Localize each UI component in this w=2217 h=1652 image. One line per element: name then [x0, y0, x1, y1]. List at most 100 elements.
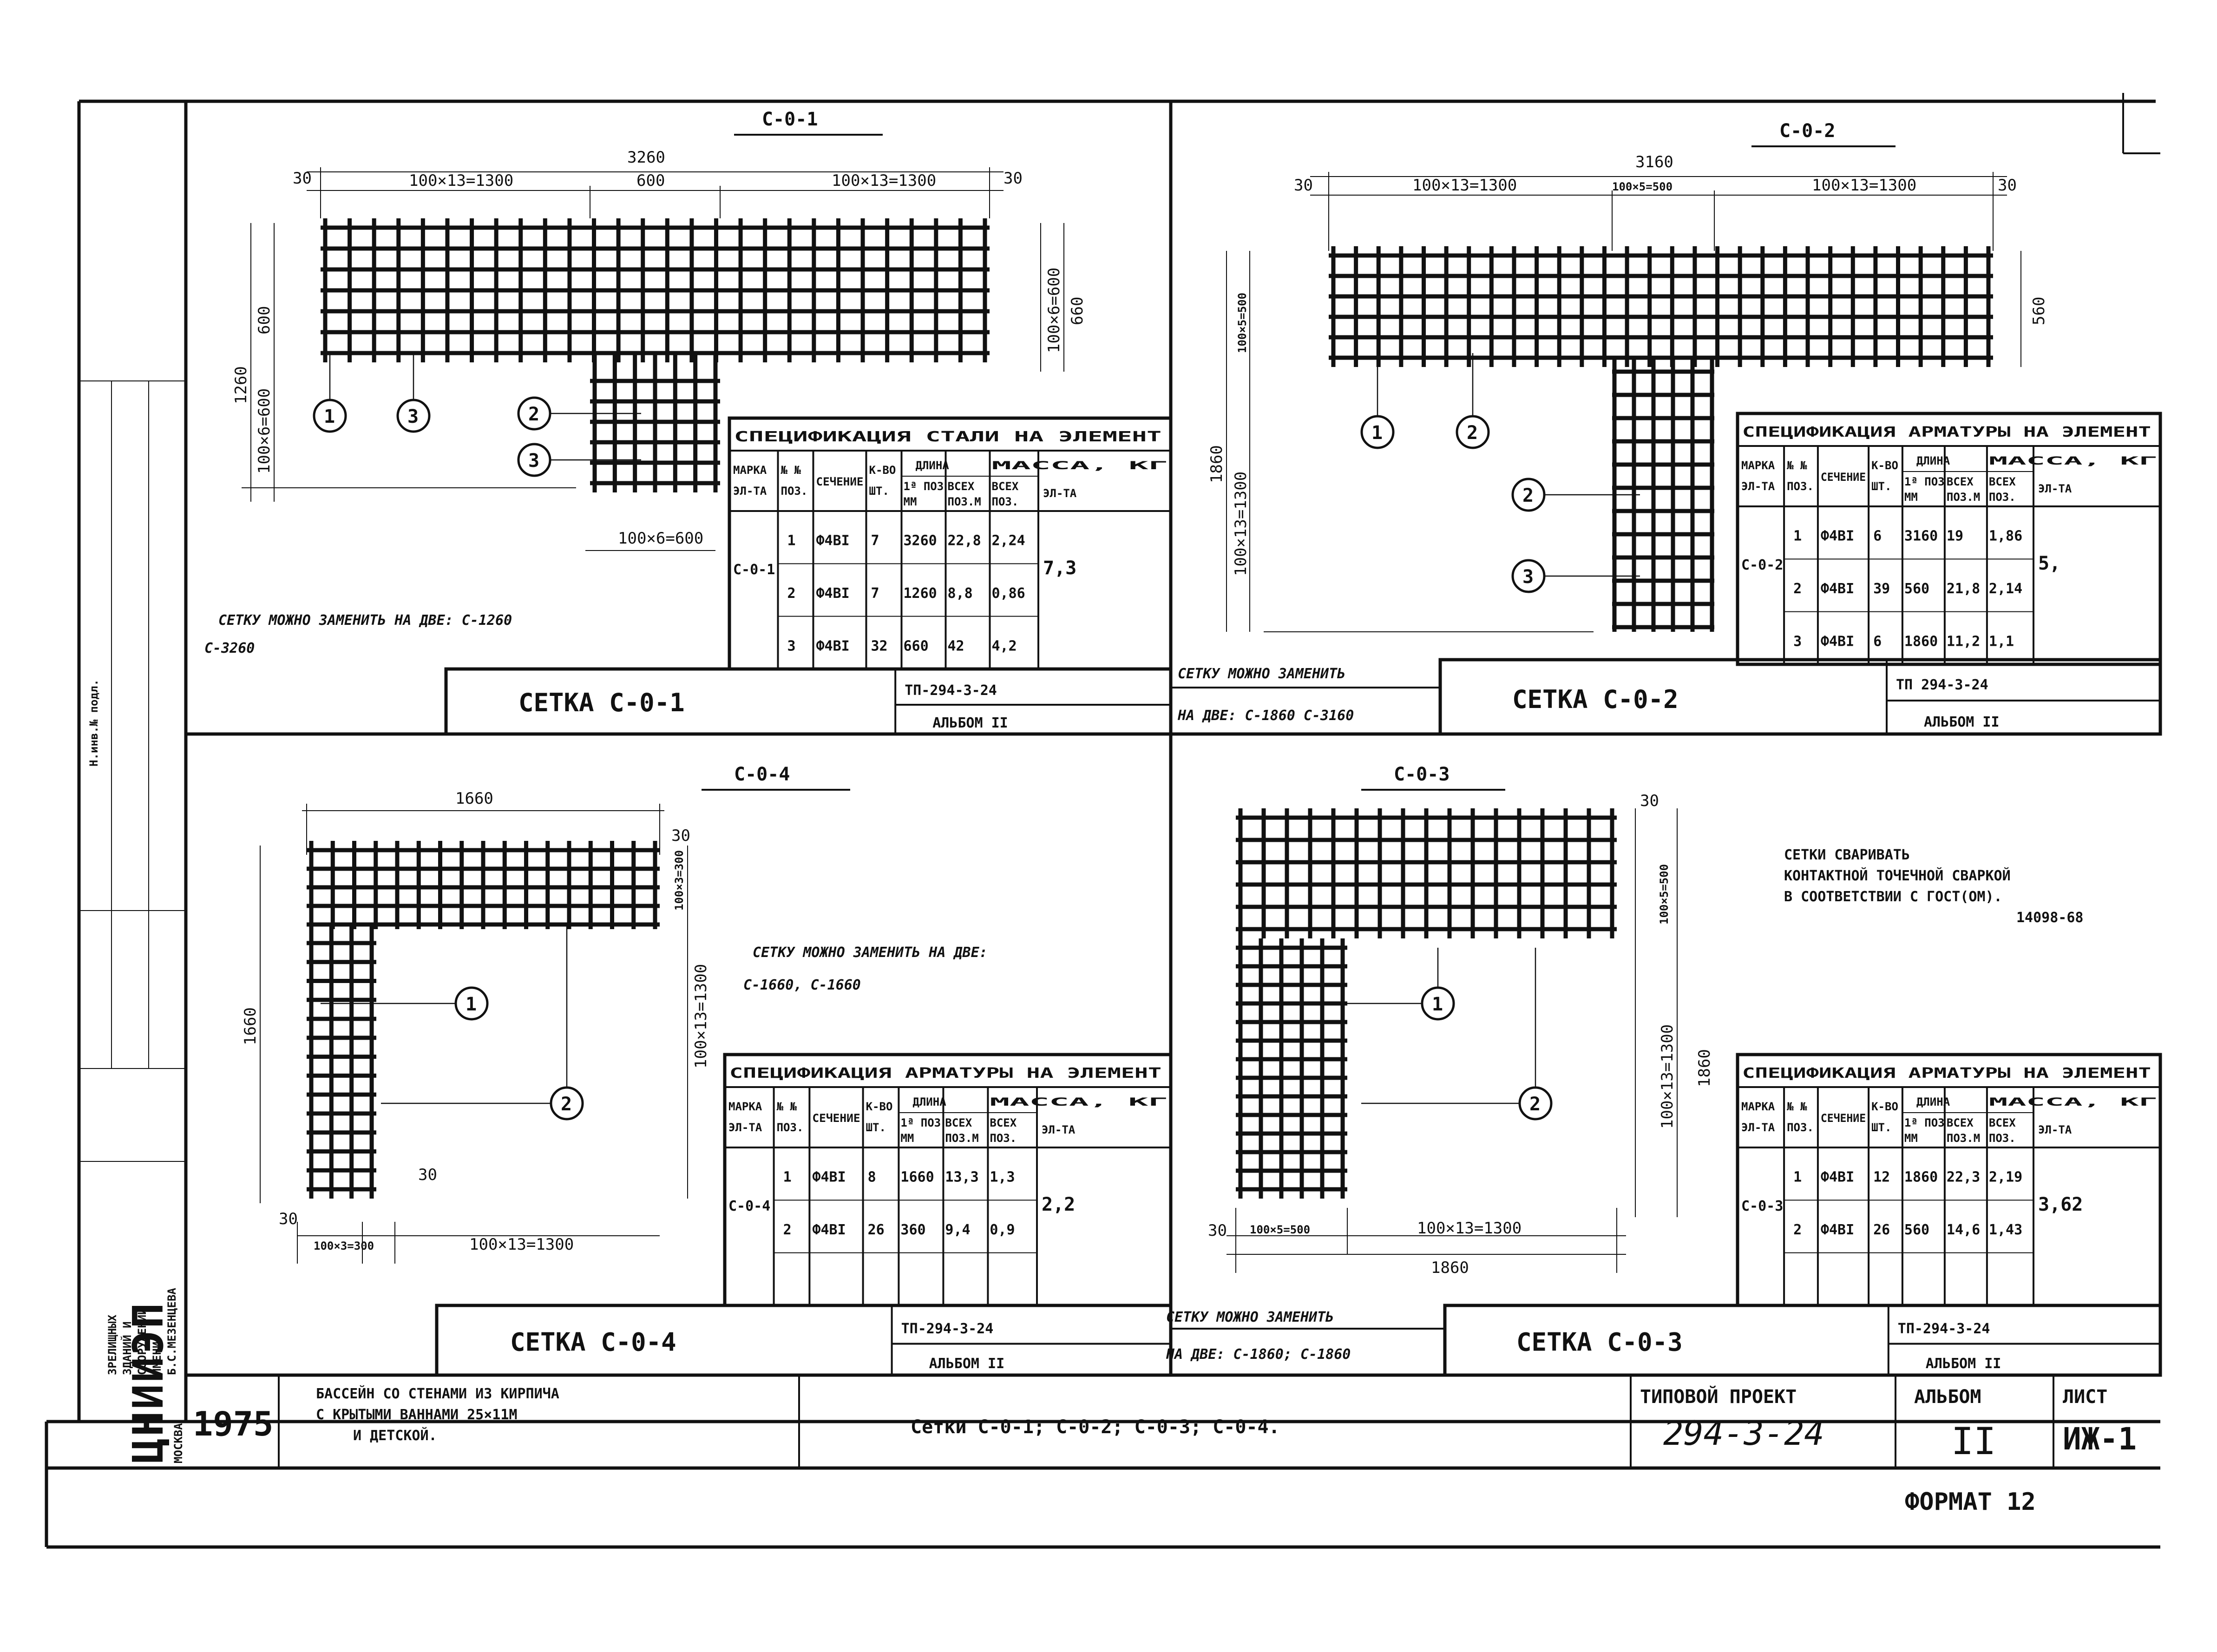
- cell-mass: 0,9: [990, 1222, 1015, 1238]
- org-logo: ЦНИИЭП: [124, 1301, 173, 1463]
- dim-seg-bottom: 100×13=1300: [1417, 1219, 1522, 1238]
- stamp-name: СЕТКА С-0-4: [510, 1328, 676, 1357]
- hdr-mass-all: ВСЕХ: [1989, 475, 2016, 488]
- callout-2: 2: [1456, 353, 1490, 449]
- mesh-s03: С-0-3 30 100×5=500 100×13=1300 1860 100×…: [1166, 764, 2162, 1377]
- cell-mass: 1,86: [1989, 528, 2022, 544]
- callout-2: 2: [381, 924, 584, 1121]
- org-line-5: Б.С.МЕЗЕНЦЕВА: [165, 1288, 178, 1375]
- callout-1: 1: [321, 986, 489, 1021]
- dim-overall-h: 1660: [241, 1007, 260, 1045]
- cell-qty: 8: [868, 1169, 876, 1186]
- cell-pos: 2: [1793, 1222, 1802, 1238]
- album-value: II: [1951, 1420, 1996, 1463]
- hdr-mark: МАРКА: [733, 464, 767, 477]
- hdr-section: СЕЧЕНИЕ: [1821, 1112, 1866, 1125]
- svg-text:1: 1: [466, 994, 477, 1015]
- hdr-length-one: 1ª ПОЗ: [1904, 1116, 1945, 1129]
- hdr-pos: № №: [776, 1100, 797, 1113]
- note-line-1: СЕТКИ СВАРИВАТЬ: [1784, 847, 1910, 863]
- note-line-3: В СООТВЕТСТВИИ С ГОСТ(ОМ).: [1784, 889, 2002, 905]
- cell-mass: 2,19: [1989, 1169, 2022, 1186]
- cell-len: 560: [1904, 581, 1929, 597]
- cell-section: Ф4ВI: [816, 638, 850, 654]
- stamp-album: АЛЬБОМ II: [932, 715, 1008, 731]
- dim-seg-left: 100×3=300: [314, 1239, 374, 1252]
- cell-section: Ф4ВI: [812, 1169, 846, 1186]
- hdr-length-all: ВСЕХ: [1947, 475, 1974, 488]
- replace-note-1: СЕТКУ МОЖНО ЗАМЕНИТЬ: [1166, 1309, 1334, 1325]
- cell-qty: 6: [1873, 528, 1882, 544]
- callout-3-stem: 3: [517, 443, 641, 477]
- hdr-length-one: ММ: [900, 1132, 914, 1145]
- dimensions: 3160 100×13=1300 100×5=500 100×13=1300 3…: [1207, 153, 2048, 632]
- hdr-mass-all: ПОЗ.: [990, 1132, 1017, 1145]
- callout-1: 1: [1347, 948, 1455, 1021]
- stamp-code: ТП-294-3-24: [901, 1321, 994, 1337]
- mesh-s01: С-0-1 3260 100×13=1300 600 100×13=1300 3…: [204, 109, 1173, 736]
- hdr-mass-all: ВСЕХ: [992, 480, 1019, 493]
- hdr-mass: МАССА, КГ: [1989, 454, 2158, 467]
- cell-section: Ф4ВI: [1821, 581, 1854, 597]
- cell-qty: 26: [1873, 1222, 1890, 1238]
- cell-pos: 1: [1793, 1169, 1802, 1186]
- hdr-qty: К-ВО: [869, 464, 896, 477]
- hdr-mass-all: ВСЕХ: [1989, 1116, 2016, 1129]
- hdr-length: ДЛИНА: [916, 459, 950, 472]
- hdr-qty: ШТ.: [866, 1121, 886, 1134]
- hdr-section: СЕЧЕНИЕ: [816, 475, 864, 488]
- callout-1: 1: [313, 399, 347, 433]
- cell-len-all: 11,2: [1947, 633, 1980, 649]
- hdr-length-all: ПОЗ.М: [948, 495, 981, 508]
- note-line-2: КОНТАКТНОЙ ТОЧЕЧНОЙ СВАРКОЙ: [1784, 867, 2011, 884]
- mesh-title: С-0-1: [762, 109, 818, 130]
- cell-mass: 1,43: [1989, 1222, 2022, 1238]
- spec-mass-total: 7,3: [1043, 557, 1076, 579]
- dim-stem-w: 100×6=600: [618, 529, 703, 548]
- stamp-album: АЛЬБОМ II: [1926, 1356, 2001, 1372]
- spec-title: СПЕЦИФИКАЦИЯ АРМАТУРЫ НА ЭЛЕМЕНТ: [1742, 424, 2151, 440]
- left-strip: Н.инв.№ подл. ЦНИИЭП ЗРЕЛИЩНЫХ ЗДАНИЙ И …: [87, 679, 185, 1463]
- cell-pos: 2: [787, 585, 796, 602]
- rebar-grid: [1329, 246, 1993, 632]
- dim-edge-l: 30: [1294, 176, 1313, 195]
- dim-seg-left: 100×5=500: [1250, 1223, 1310, 1236]
- hdr-mark: ЭЛ-ТА: [728, 1121, 762, 1134]
- cell-mass: 2,24: [992, 533, 1025, 549]
- dim-edge-bl: 30: [279, 1210, 298, 1228]
- hdr-mass-all: ПОЗ.: [1989, 1132, 2016, 1145]
- hdr-mass-el: ЭЛ-ТА: [2038, 482, 2072, 495]
- cell-len-all: 21,8: [1947, 581, 1980, 597]
- hdr-qty: К-ВО: [1871, 1100, 1898, 1113]
- hdr-mass-all: ПОЗ.: [992, 495, 1019, 508]
- hdr-length-one: ММ: [1904, 491, 1918, 504]
- replace-note-1: СЕТКУ МОЖНО ЗАМЕНИТЬ НА ДВЕ:: [753, 944, 988, 961]
- hdr-qty: ШТ.: [1871, 480, 1891, 493]
- cell-section: Ф4ВI: [816, 585, 850, 602]
- cell-pos: 2: [783, 1222, 792, 1238]
- cell-len: 1260: [904, 585, 937, 602]
- org-city: МОСКВА: [172, 1423, 185, 1463]
- dim-edge-l: 30: [293, 169, 312, 188]
- hdr-pos: № №: [1786, 459, 1807, 472]
- cell-mass: 4,2: [992, 638, 1017, 654]
- dimensions: 30 100×5=500 100×13=1300 1860 100×5=500 …: [1208, 792, 1714, 1277]
- list-label: ЛИСТ: [2063, 1386, 2107, 1408]
- cell-len-all: 22,8: [948, 533, 981, 549]
- hdr-mark: МАРКА: [1741, 459, 1775, 472]
- dim-seg-right: 100×13=1300: [1812, 176, 1916, 195]
- svg-text:2: 2: [528, 404, 539, 425]
- dim-overall-h: 1260: [232, 366, 250, 404]
- cell-section: Ф4ВI: [812, 1222, 846, 1238]
- mesh-title: С-0-3: [1394, 764, 1450, 785]
- svg-text:1: 1: [1371, 422, 1383, 444]
- hdr-pos: № №: [1786, 1100, 1807, 1113]
- project-line-2: С КРЫТЫМИ ВАННАМИ 25×11М: [316, 1407, 517, 1423]
- spec-table: СПЕЦИФИКАЦИЯ АРМАТУРЫ НА ЭЛЕМЕНТМАРКАЭЛ-…: [723, 1053, 1173, 1307]
- stamp-album: АЛЬБОМ II: [929, 1356, 1005, 1372]
- album-label: АЛЬБОМ: [1914, 1386, 1981, 1408]
